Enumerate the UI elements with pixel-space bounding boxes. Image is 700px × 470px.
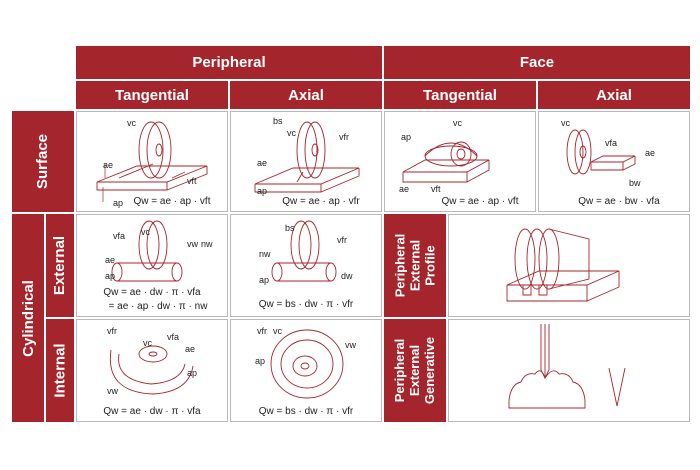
cell-cyl-internal-tangential: vfr vc vfa ae ap vw Qw = ae · dw · π · v… [76, 319, 228, 422]
header-face: Face [384, 46, 690, 79]
label-vft: vft [187, 176, 197, 186]
cell-surface-face-tangential: vc ap ae vft Qw = ae · ap · vft [384, 111, 536, 212]
label-nw: nw [259, 249, 271, 259]
cyl-internal-tangential-diagram [109, 345, 194, 395]
formula: Qw = ae · bw · vfa [578, 196, 660, 207]
surface-face-axial-diagram [566, 129, 636, 175]
cell-cyl-external-tangential: vfa vc vw nw ae ap Qw = ae · dw · π · vf… [76, 214, 228, 317]
label-ap: ap [113, 198, 124, 208]
header-peripheral: Peripheral [76, 46, 382, 79]
label-ap: ap [105, 271, 116, 281]
cell-cyl-external-axial: bs vfr nw ap dw Qw = bs · dw · π · vfr [230, 214, 382, 317]
label-vw: vw [187, 239, 198, 249]
label-vfa: vfa [605, 138, 618, 148]
header-peripheral-axial: Axial [230, 81, 382, 109]
header-peripheral-tangential: Tangential [76, 81, 228, 109]
formula: Qw = ae · ap · vfr [282, 196, 360, 207]
cell-surface-face-axial: vc vfa ae bw Qw = ae · bw · vfa [538, 111, 690, 212]
row-cylindrical-label: Cylindrical [19, 279, 37, 357]
row-surface: Surface [12, 111, 74, 212]
surface-face-tangential-diagram [402, 141, 490, 183]
cell-surface-peripheral-axial: bs vc vfr ae ap Qw = ae · ap · vfr [230, 111, 382, 212]
label-vc: vc [127, 118, 136, 128]
cyl-external-tangential-diagram [111, 220, 183, 282]
row-internal: Internal [46, 319, 74, 422]
label-vc: vc [561, 118, 570, 128]
label-ae: ae [257, 158, 268, 168]
row-internal-label: Internal [51, 343, 69, 398]
label-vfa: vfa [167, 332, 180, 342]
cyl-external-axial-diagram [271, 220, 337, 282]
label-peripheral-external-profile: Peripheral External Profile [384, 214, 446, 317]
formula: Qw = bs · dw · π · vfr [258, 299, 354, 310]
label-vfr: vfr [107, 326, 117, 336]
formula: Qw = ae · ap · vft [441, 196, 519, 207]
label-ap: ap [257, 186, 268, 196]
label-peripheral-external-generative: Peripheral External Generative [384, 319, 446, 422]
label-vfr: vfr [337, 235, 347, 245]
label-nw: nw [201, 239, 213, 249]
cell-surface-peripheral-tangential: vc ae ap vft Qw = ae · ap · vft [76, 111, 228, 212]
label-dw: dw [341, 271, 353, 281]
label-vc: vc [453, 118, 462, 128]
label-ap: ap [401, 132, 412, 142]
peripheral-external-profile-text: Peripheral External Profile [392, 233, 438, 298]
label-vc: vc [143, 338, 152, 348]
label-ae: ae [185, 344, 196, 354]
formula-line-1: Qw = ae · dw · π · vfa [103, 287, 201, 298]
header-face-tangential: Tangential [384, 81, 536, 109]
label-vfa: vfa [113, 231, 126, 241]
label-ae: ae [645, 148, 656, 158]
surface-peripheral-tangential-diagram [96, 121, 208, 202]
cell-peripheral-external-profile [448, 214, 690, 317]
label-vfr: vfr [257, 326, 267, 336]
peripheral-external-profile-diagram [506, 228, 620, 302]
label-vfr: vfr [339, 132, 349, 142]
cell-peripheral-external-generative [448, 319, 690, 422]
peripheral-external-generative-diagram [508, 324, 626, 409]
formula: Qw = bs · dw · π · vfr [258, 406, 354, 417]
row-surface-label: Surface [34, 133, 52, 190]
label-vc: vc [273, 326, 282, 336]
label-vw: vw [107, 386, 118, 396]
row-external: External [46, 214, 74, 317]
label-vw: vw [345, 340, 356, 350]
label-bs: bs [285, 223, 295, 233]
label-ae: ae [105, 255, 116, 265]
label-bw: bw [629, 178, 641, 188]
label-ap: ap [259, 275, 270, 285]
label-ap: ap [187, 368, 198, 378]
cyl-internal-axial-diagram [270, 329, 344, 399]
row-cylindrical: Cylindrical [12, 214, 44, 422]
formula: Qw = ae · dw · π · vfa [103, 406, 201, 417]
label-vft: vft [431, 184, 441, 194]
formula: Qw = ae · ap · vft [133, 196, 211, 207]
label-bs: bs [273, 116, 283, 126]
surface-peripheral-axial-diagram [254, 121, 360, 193]
formula-line-2: = ae · ap · dw · π · nw [108, 301, 208, 312]
cell-cyl-internal-axial: vfr vc ap vw Qw = bs · dw · π · vfr [230, 319, 382, 422]
label-ap: ap [255, 356, 266, 366]
header-face-axial: Axial [538, 81, 690, 109]
label-vc: vc [287, 128, 296, 138]
peripheral-external-generative-text: Peripheral External Generative [392, 336, 438, 405]
label-vc: vc [141, 227, 150, 237]
row-external-label: External [51, 235, 69, 296]
label-ae: ae [399, 184, 410, 194]
label-ae: ae [103, 160, 114, 170]
